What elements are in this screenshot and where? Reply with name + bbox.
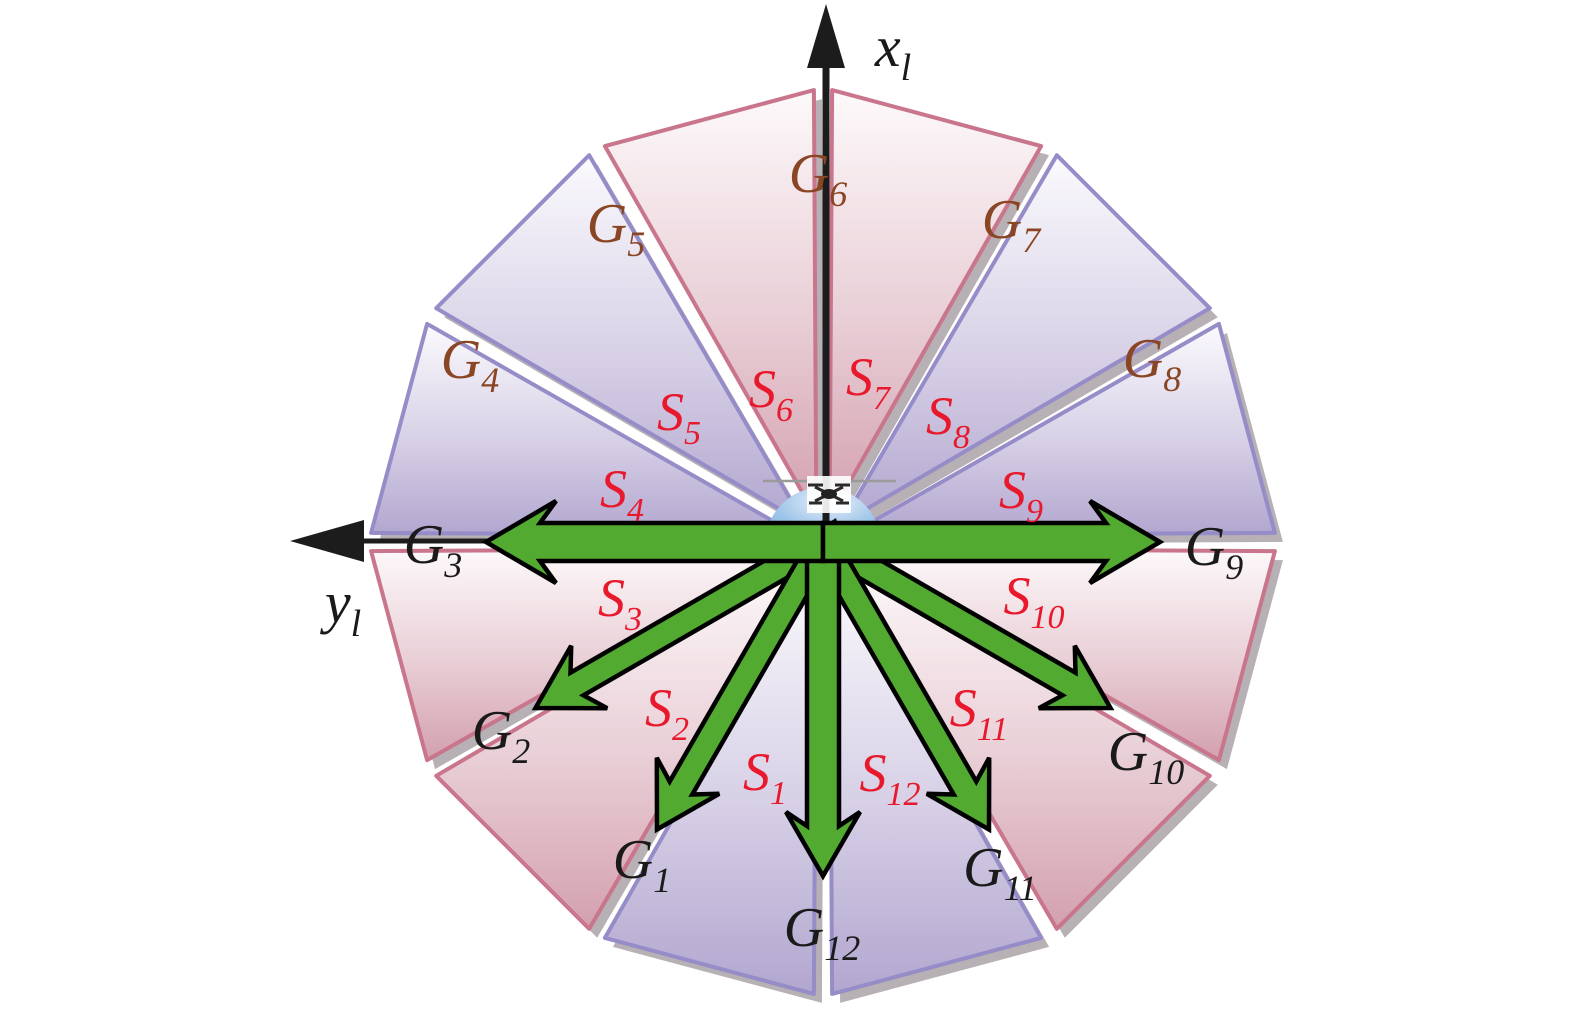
sector-label-s3: S3 [598,568,642,638]
sector-label-s11: S11 [950,678,1008,748]
sector-label-s7: S7 [846,347,892,417]
gap-label-g5: G5 [587,193,645,264]
green-arrow-180deg [784,539,862,881]
x-axis-label: xl [874,14,911,89]
y-axis-arrowhead [290,520,364,562]
sector-wedge-s5 [434,153,807,526]
sector-label-s4: S4 [600,459,644,529]
sector-wedge-s7 [827,88,1044,519]
guidance-arrows [481,499,1165,881]
sector-label-s6: S6 [749,359,793,429]
sector-label-s5: S5 [657,382,701,452]
sector-label-s10: S10 [1004,566,1065,636]
drone-icon [807,476,851,513]
gap-label-g2: G2 [472,700,530,771]
gap-label-g12: G12 [784,897,860,968]
gap-label-g8: G8 [1123,328,1181,399]
sector-label-s2: S2 [645,678,689,748]
x-axis-arrowhead [807,4,845,68]
gap-label-g3: G3 [404,514,462,585]
green-arrow-270deg [481,499,826,585]
sector-wedge-s8 [839,153,1212,526]
gap-label-g9: G9 [1185,516,1243,587]
gap-label-g1: G1 [613,829,671,900]
gap-label-g7: G7 [982,189,1042,260]
sector-label-s1: S1 [743,742,787,812]
y-axis-label: yl [320,570,361,645]
gap-label-g11: G11 [963,837,1037,908]
sector-wedge-s6 [602,88,819,519]
sector-label-s12: S12 [860,743,921,813]
gap-label-g10: G10 [1108,721,1184,792]
green-arrow-90deg [820,499,1165,585]
sector-label-s8: S8 [926,386,970,456]
gap-label-g6: G6 [789,143,847,214]
sector-label-s9: S9 [999,460,1043,530]
gap-label-g4: G4 [441,329,499,400]
green-arrow-150deg [808,532,992,834]
